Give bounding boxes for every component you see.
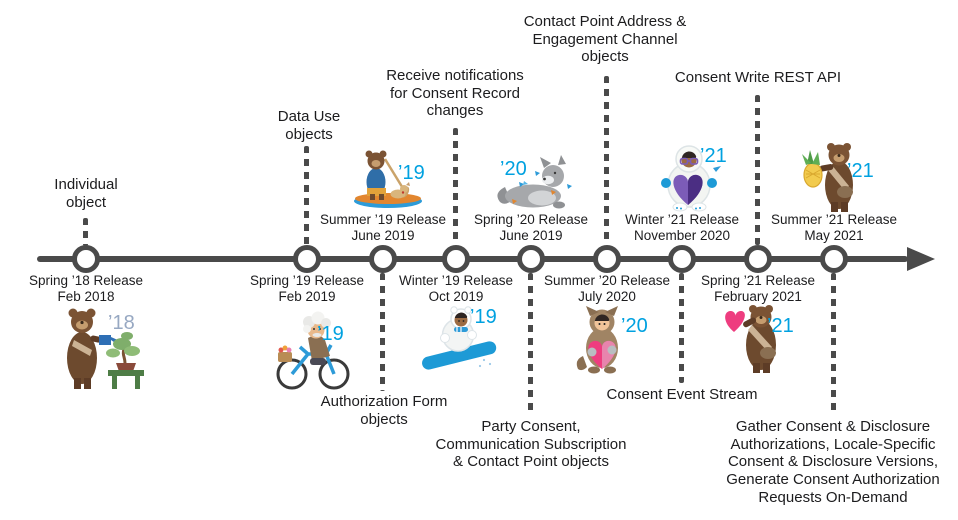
release-name: Spring ’20 Release (473, 212, 589, 227)
timeline-node-spring-19 (293, 245, 321, 273)
release-date: May 2021 (804, 228, 864, 244)
release-name: Winter ’19 Release (398, 273, 514, 288)
timeline-node-summer-19 (369, 245, 397, 273)
release-label-spring-20: Spring ’20 Release June 2019 (474, 212, 588, 245)
release-date: November 2020 (633, 228, 731, 244)
release-label-winter-21: Winter ’21 Release November 2020 (625, 212, 739, 245)
wolf-with-birds-illustration (497, 155, 572, 209)
timeline-axis (37, 256, 908, 262)
callout-party-consent-objects: Party Consent, Communication Subscriptio… (435, 418, 627, 471)
year-badge-21: ’21 (700, 145, 727, 167)
callout-data-use-objects: Data Use objects (277, 108, 341, 143)
year-badge-19: ’19 (470, 306, 497, 328)
callout-gather-consent-authorizations: Gather Consent & Disclosure Authorizatio… (726, 418, 940, 506)
timeline-node-summer-20 (593, 245, 621, 273)
year-badge-19: ’19 (317, 323, 344, 345)
release-date: Oct 2019 (428, 289, 484, 305)
callout-individual-object: Individual object (54, 176, 118, 211)
timeline-node-spring-20 (517, 245, 545, 273)
release-label-summer-20: Summer ’20 Release July 2020 (544, 273, 670, 306)
astro-snowboarding-illustration (422, 306, 497, 370)
release-name: Summer ’20 Release (543, 273, 671, 288)
release-label-spring-18: Spring ’18 Release Feb 2018 (29, 273, 143, 306)
timeline-arrowhead-icon (907, 247, 935, 271)
release-name: Spring ’18 Release (28, 273, 144, 288)
connector-summer-19 (380, 273, 385, 391)
connector-spring-21 (755, 95, 760, 245)
connector-spring-19 (304, 146, 309, 246)
year-badge-20: ’20 (621, 315, 648, 337)
codey-bear-paddleboarding-with-dog-illustration (354, 150, 422, 208)
codey-bear-watering-bonsai-illustration (67, 308, 144, 389)
release-date: Feb 2019 (278, 289, 336, 305)
timeline-node-summer-21 (820, 245, 848, 273)
codey-bear-holding-pineapple-illustration (802, 143, 853, 212)
astro-winter-parka-with-heart-illustration (661, 145, 721, 212)
timeline-node-spring-18 (72, 245, 100, 273)
connector-spring-18 (83, 218, 88, 246)
release-name: Summer ’21 Release (770, 212, 898, 227)
release-date: Feb 2018 (57, 289, 115, 305)
connector-winter-19 (453, 128, 458, 245)
year-badge-21: ’21 (767, 315, 794, 337)
callout-contact-point-address-objects: Contact Point Address & Engagement Chann… (523, 13, 687, 66)
timeline-node-winter-21 (668, 245, 696, 273)
year-badge-21: ’21 (847, 160, 874, 182)
einstein-riding-bicycle-illustration (276, 311, 350, 390)
codey-bear-holding-heart-illustration (725, 305, 776, 373)
release-name: Spring ’19 Release (249, 273, 365, 288)
callout-consent-write-rest-api: Consent Write REST API (674, 69, 842, 86)
release-date: February 2021 (714, 289, 802, 305)
year-badge-20: ’20 (500, 158, 527, 180)
year-badge-18: ’18 (108, 312, 135, 334)
callout-authorization-form-objects: Authorization Form objects (320, 393, 448, 428)
connector-winter-21 (679, 273, 684, 383)
release-date: June 2019 (351, 228, 415, 244)
release-label-winter-19: Winter ’19 Release Oct 2019 (399, 273, 513, 306)
callout-consent-record-notifications: Receive notifications for Consent Record… (386, 67, 524, 120)
connector-spring-20 (528, 273, 533, 415)
release-name: Spring ’21 Release (700, 273, 816, 288)
release-name: Winter ’21 Release (624, 212, 740, 227)
astro-wolf-costume-with-heart-illustration (576, 306, 618, 374)
release-label-summer-21: Summer ’21 Release May 2021 (771, 212, 897, 245)
timeline-node-winter-19 (442, 245, 470, 273)
release-date: June 2019 (499, 228, 563, 244)
release-label-spring-19: Spring ’19 Release Feb 2019 (250, 273, 364, 306)
connector-summer-21 (831, 273, 836, 416)
release-name: Summer ’19 Release (319, 212, 447, 227)
timeline-node-spring-21 (744, 245, 772, 273)
callout-consent-event-stream: Consent Event Stream (606, 386, 758, 403)
connector-summer-20 (604, 76, 609, 245)
release-date: July 2020 (578, 289, 636, 305)
year-badge-19: ’19 (398, 162, 425, 184)
release-label-summer-19: Summer ’19 Release June 2019 (320, 212, 446, 245)
release-label-spring-21: Spring ’21 Release February 2021 (701, 273, 815, 306)
